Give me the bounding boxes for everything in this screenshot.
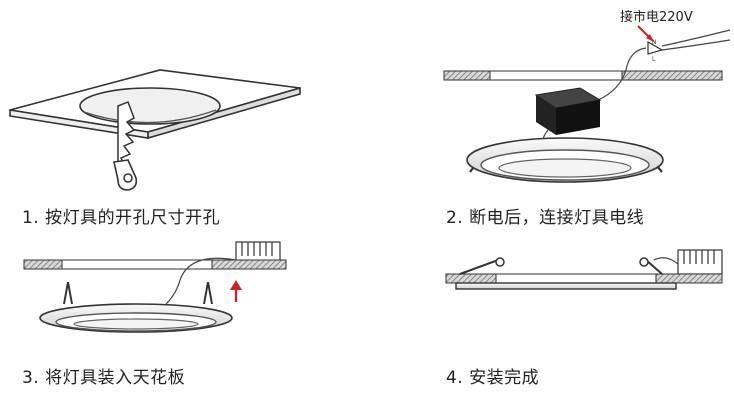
ceiling-board <box>23 259 63 270</box>
ceiling-board <box>445 273 497 284</box>
step3-illustration <box>23 241 287 333</box>
ceiling-board <box>443 70 491 81</box>
power-annotation: 接市电220V <box>620 9 693 25</box>
downlight <box>466 137 664 183</box>
step3-caption: 3. 将灯具装入天花板 <box>22 368 186 388</box>
cut-hole <box>79 87 221 125</box>
saw-tool <box>113 101 138 191</box>
step2-illustration: 接市电220V N L <box>443 9 731 183</box>
step1-illustration <box>9 69 301 191</box>
svg-text:N: N <box>652 39 657 46</box>
up-arrow <box>230 280 242 302</box>
led-driver <box>534 87 602 135</box>
step1-caption: 1. 按灯具的开孔尺寸开孔 <box>22 208 221 228</box>
downlight <box>455 282 677 290</box>
step2-caption: 2. 断电后，连接灯具电线 <box>446 208 645 228</box>
downlight <box>39 281 233 333</box>
step4-illustration <box>445 249 723 290</box>
hole-inner-wall <box>83 109 217 124</box>
step4-caption: 4. 安装完成 <box>446 368 540 388</box>
led-driver <box>677 249 723 275</box>
svg-text:L: L <box>652 56 656 63</box>
terminal-connector: N L <box>647 39 664 63</box>
